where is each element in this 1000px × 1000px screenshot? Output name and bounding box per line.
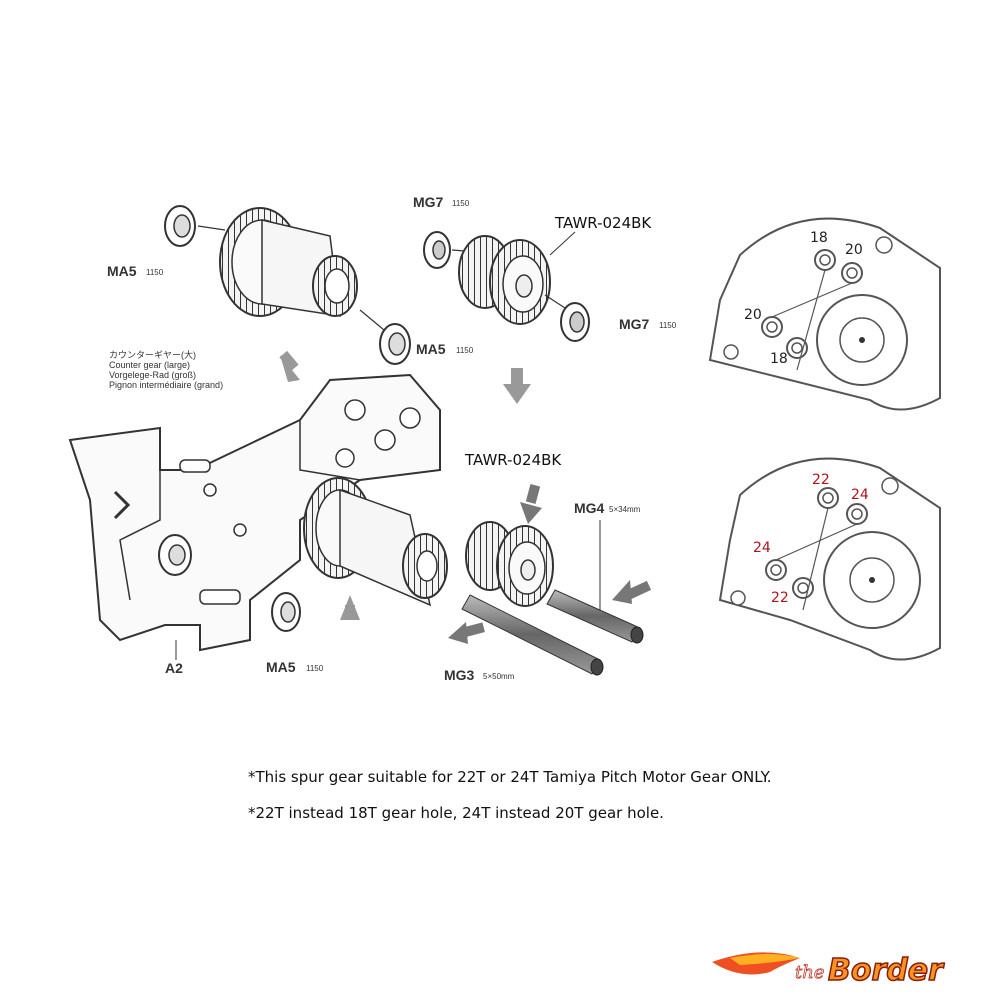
label-mg4-size: 5×34mm: [609, 505, 641, 514]
gearbox-housing: [68, 373, 441, 652]
plate-top-hole-20-a: 20: [845, 242, 863, 258]
counter-gear-desc-en: Counter gear (large): [109, 360, 191, 370]
label-mg7-right-size: 1150: [659, 321, 677, 330]
leader-line: [549, 231, 576, 256]
counter-gear-desc-jp: カウンターギヤー(大): [109, 350, 196, 360]
counter-gear-assembled: [303, 477, 448, 607]
label-mg3-size: 5×50mm: [483, 672, 515, 681]
bearing-ma5-top-left: [164, 205, 196, 247]
label-ma5-bottom-size: 1150: [306, 664, 324, 673]
logo-flame: [712, 952, 800, 975]
arrow-up: [340, 595, 360, 620]
leader-line: [197, 225, 226, 231]
arrow-left-mg3: [448, 622, 485, 644]
arrow-left-mg4: [612, 580, 652, 604]
plate-bottom-hole-24-a: 24: [851, 487, 869, 503]
shaft-mg4: [546, 589, 644, 644]
shaft-mg3: [461, 594, 604, 676]
label-mg4: MG4: [574, 500, 605, 516]
motor-plate-top: [708, 217, 941, 411]
label-ma5-middle-size: 1150: [456, 346, 474, 355]
plate-top-hole-18-a: 18: [810, 230, 828, 246]
plate-bottom-hole-22-a: 22: [812, 472, 830, 488]
label-ma5-bottom: MA5: [266, 659, 296, 675]
label-mg7-top-size: 1150: [452, 199, 470, 208]
plate-bottom-hole-24-b: 24: [753, 540, 771, 556]
label-mg7-right: MG7: [619, 316, 650, 332]
bearing-mg7-right: [560, 302, 590, 342]
label-part-tawr-024bk-top: TAWR-024BK: [555, 214, 652, 232]
spur-gear-tawr-024bk-assembled: [465, 521, 554, 607]
counter-gear-description: カウンターギヤー(大) Counter gear (large) Vorgele…: [109, 350, 223, 390]
bearing-mg7-left: [423, 231, 451, 269]
label-ma5-top-size: 1150: [146, 268, 164, 277]
counter-gear-large: [219, 207, 358, 317]
bearing-ma5-middle: [379, 323, 411, 365]
label-mg7-top: MG7: [413, 194, 444, 210]
arrow-down: [503, 368, 531, 404]
note-line-2: *22T instead 18T gear hole, 24T instead …: [248, 804, 664, 822]
bearing-ma5-bottom: [271, 592, 301, 632]
counter-gear-desc-fr: Pignon intermédiaire (grand): [109, 380, 224, 390]
label-a2: A2: [165, 660, 183, 676]
counter-gear-desc-de: Vorgelege-Rad (groß): [109, 370, 197, 380]
plate-top-hole-20-b: 20: [744, 307, 762, 323]
label-part-tawr-024bk-middle: TAWR-024BK: [465, 451, 562, 469]
label-mg3: MG3: [444, 667, 475, 683]
note-line-1: *This spur gear suitable for 22T or 24T …: [248, 768, 772, 786]
arrow-down-small: [520, 484, 542, 524]
spur-gear-tawr-024bk-top: [458, 235, 551, 325]
plate-top-hole-18-b: 18: [770, 351, 788, 367]
label-ma5-middle: MA5: [416, 341, 446, 357]
label-ma5-top: MA5: [107, 263, 137, 279]
leader-line: [544, 294, 566, 309]
motor-plate-bottom: [718, 457, 941, 661]
plate-bottom-hole-22-b: 22: [771, 590, 789, 606]
